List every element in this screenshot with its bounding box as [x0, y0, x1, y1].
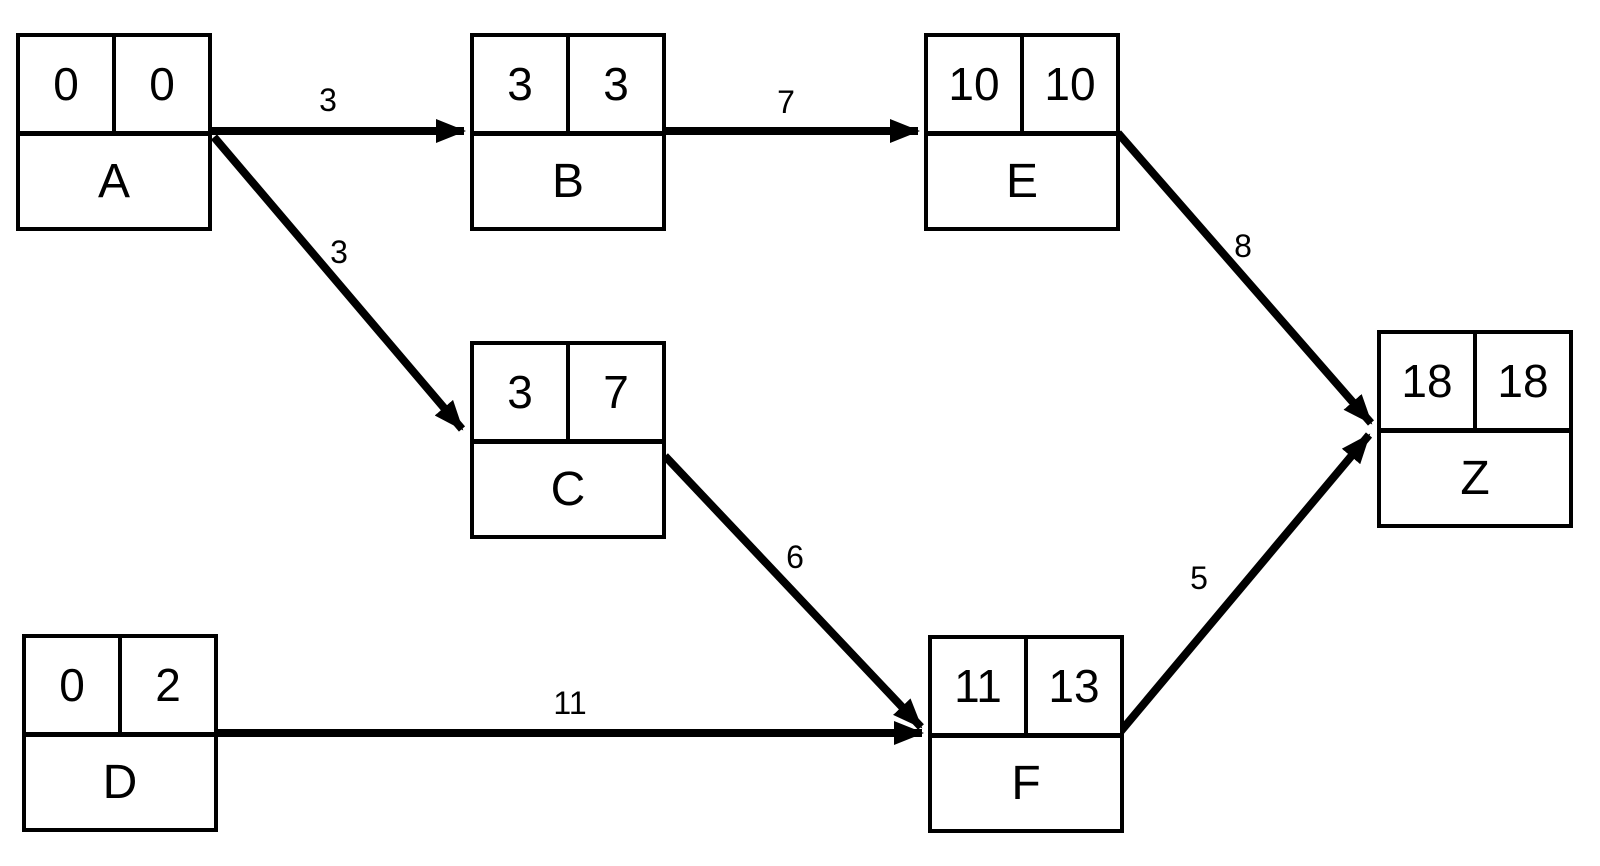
node-E: 10 10 E: [924, 33, 1120, 231]
edge-E-Z-weight: 8: [1234, 228, 1252, 264]
node-C-label: C: [550, 462, 586, 516]
node-C: 3 7 C: [470, 341, 666, 539]
node-D-early-value: 0: [26, 638, 122, 732]
edge-B-E-weight: 7: [777, 84, 795, 120]
node-C-top-row: 3 7: [474, 345, 662, 444]
edge-C-F-arrow: [662, 453, 924, 730]
node-D: 0 2 D: [22, 634, 218, 832]
node-D-late-value: 2: [155, 659, 181, 711]
node-F-late-value: 13: [1048, 660, 1100, 712]
edge-C-F-weight: 6: [786, 539, 804, 575]
node-A-early-value: 0: [20, 37, 116, 131]
node-F-label: F: [1011, 756, 1041, 810]
node-A: 0 0 A: [16, 33, 212, 231]
node-D-top-row: 0 2: [26, 638, 214, 737]
edge-D-F-weight: 11: [553, 685, 587, 721]
node-B-late-value: 3: [603, 58, 629, 110]
node-B-top-row: 3 3: [474, 37, 662, 136]
node-A-label: A: [97, 154, 130, 208]
node-Z-early-value: 18: [1381, 334, 1477, 428]
node-Z-late-value: 18: [1497, 355, 1549, 407]
edge-F-Z-arrow: [1117, 432, 1373, 734]
node-Z: 18 18 Z: [1377, 330, 1573, 528]
node-A-top-row: 0 0: [20, 37, 208, 136]
node-E-label: E: [1005, 154, 1038, 208]
node-B: 3 3 B: [470, 33, 666, 231]
node-C-late-value: 7: [603, 366, 629, 418]
edge-A-C-arrow: [210, 134, 466, 432]
node-Z-label: Z: [1460, 451, 1490, 505]
node-Z-top-row: 18 18: [1381, 334, 1569, 433]
node-C-early-value: 3: [474, 345, 570, 439]
node-B-label: B: [551, 154, 584, 208]
node-F-early-value: 11: [932, 639, 1028, 733]
node-F: 11 13 F: [928, 635, 1124, 833]
node-E-early-value: 10: [928, 37, 1024, 131]
edge-F-Z-weight: 5: [1190, 560, 1208, 596]
node-E-late-value: 10: [1044, 58, 1096, 110]
edge-E-Z-arrow: [1114, 130, 1375, 426]
node-E-top-row: 10 10: [928, 37, 1116, 136]
edge-A-C-weight: 3: [330, 234, 348, 270]
node-B-early-value: 3: [474, 37, 570, 131]
edge-A-B-weight: 3: [319, 82, 337, 118]
node-F-top-row: 11 13: [932, 639, 1120, 738]
node-D-label: D: [102, 755, 138, 809]
node-A-late-value: 0: [149, 58, 175, 110]
